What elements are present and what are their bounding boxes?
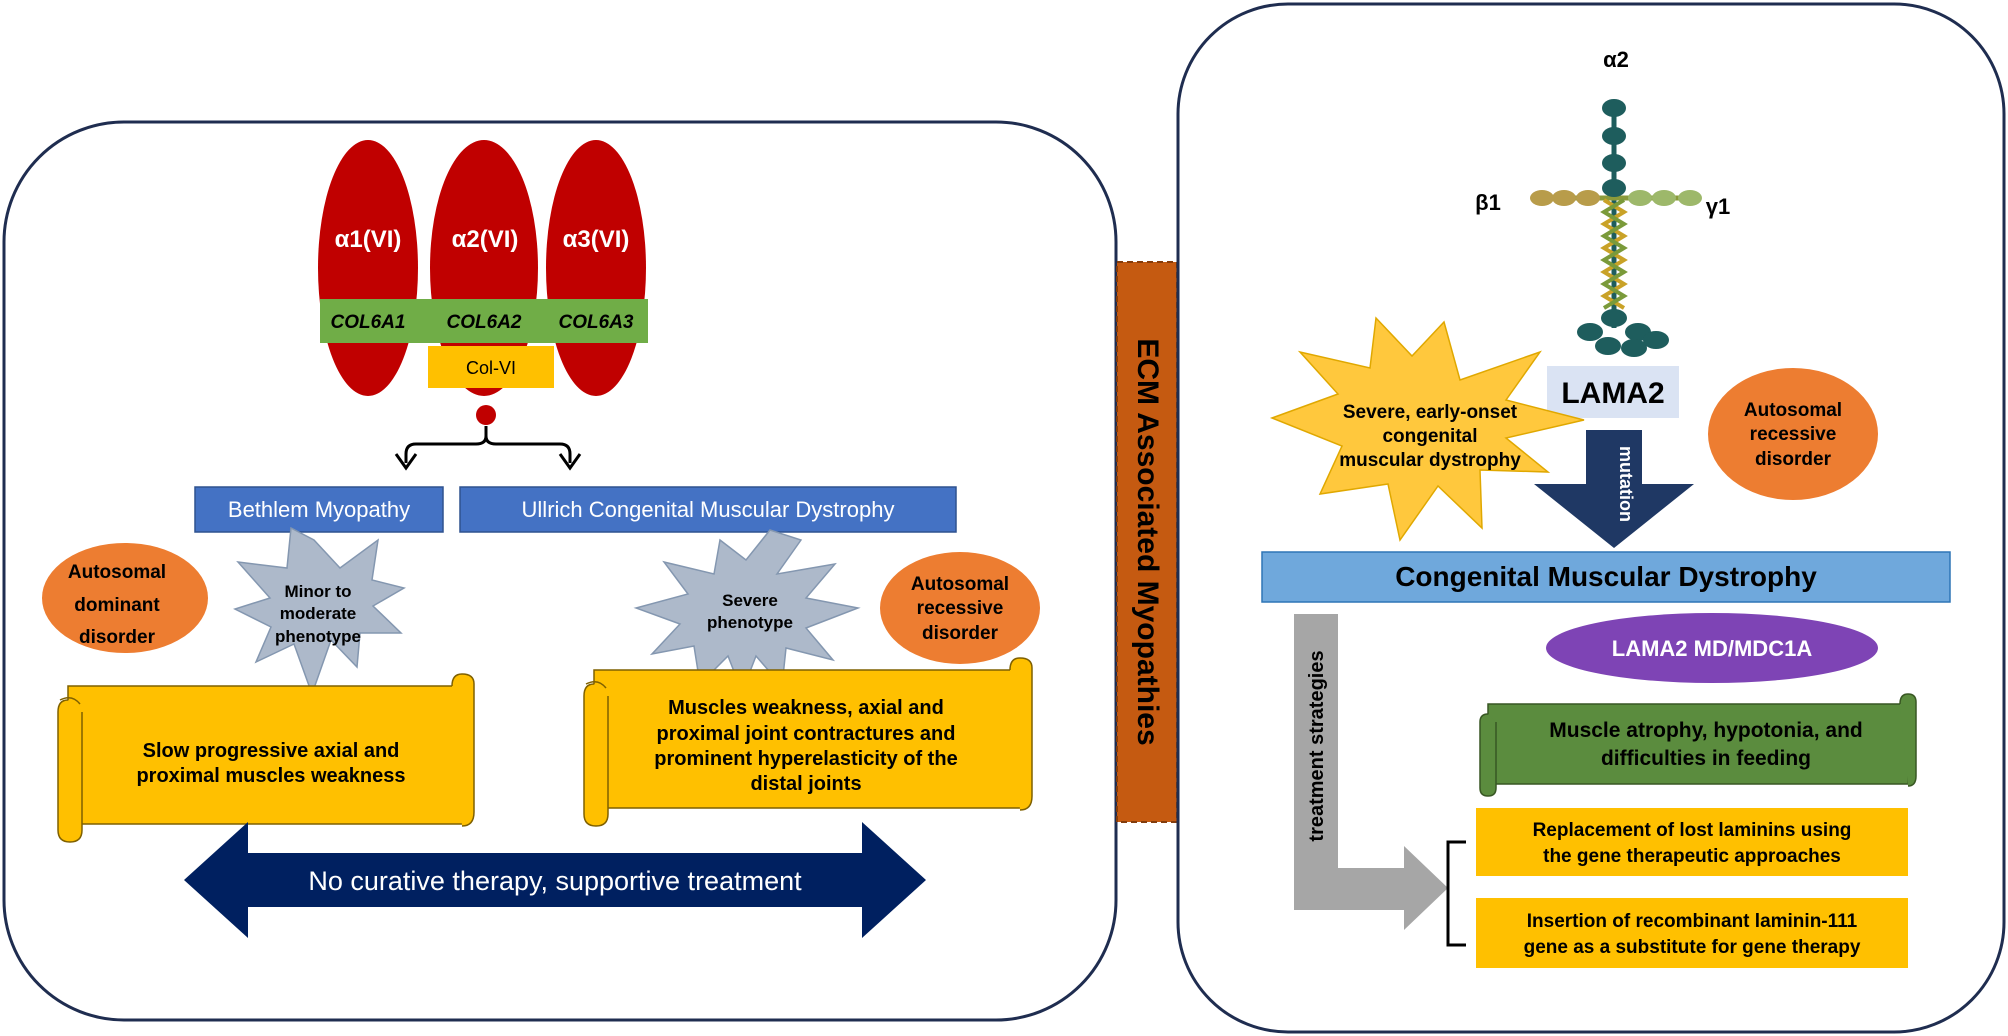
ecm-title: ECM Associated Myopathies <box>1131 338 1164 745</box>
treatment-arrow <box>1294 614 1448 930</box>
ullrich-symptoms-4: distal joints <box>750 773 861 795</box>
bethlem-phenotype-star <box>233 526 406 697</box>
treatment-2-line-1: Insertion of recombinant laminin-111 <box>1527 911 1858 932</box>
bethlem-title-box <box>194 486 444 533</box>
treatment-label: treatment strategies <box>1306 650 1328 841</box>
ullrich-phenotype-2: phenotype <box>707 613 793 632</box>
right-symptoms-1: Muscle atrophy, hypotonia, and <box>1549 719 1862 742</box>
treatment-box-2 <box>1476 898 1908 968</box>
right-panel: α2 β1 γ1 LAMA2 Severe, early-onset conge… <box>1176 2 2006 1034</box>
gene-band <box>320 299 648 343</box>
right-symptoms-scroll <box>1479 693 1917 797</box>
ullrich-symptoms-1: Muscles weakness, axial and <box>668 697 944 719</box>
cmd-bar <box>1261 551 1951 603</box>
onset-text-2: congenital <box>1382 426 1477 447</box>
gene-label-2: COL6A2 <box>447 312 522 333</box>
right-symptoms-2: difficulties in feeding <box>1601 747 1811 770</box>
ullrich-symptoms-3: prominent hyperelasticity of the <box>654 748 957 770</box>
therapy-double-arrow <box>184 822 926 938</box>
ullrich-title-box <box>459 486 957 533</box>
col-vi-label: Col-VI <box>466 358 516 378</box>
cmd-label: Congenital Muscular Dystrophy <box>1395 561 1817 592</box>
subtype-ellipse <box>1546 613 1878 683</box>
bethlem-inheritance-2: dominant <box>74 595 160 616</box>
bethlem-phenotype-1: Minor to <box>284 582 351 601</box>
ullrich-inheritance-1: Autosomal <box>911 574 1009 595</box>
laminin-alpha-label: α2 <box>1603 47 1629 72</box>
collagen-junction <box>476 405 496 425</box>
bethlem-title: Bethlem Myopathy <box>228 497 410 522</box>
chain-label-2: α2(VI) <box>452 226 519 253</box>
laminin-structure <box>1530 99 1702 357</box>
ullrich-phenotype-1: Severe <box>722 591 778 610</box>
col-vi-box <box>428 346 554 388</box>
right-inheritance-3: disorder <box>1755 449 1832 470</box>
mutation-arrow <box>1534 430 1694 548</box>
fork-arrow <box>394 426 582 471</box>
laminin-gamma-label: γ1 <box>1706 194 1730 219</box>
ullrich-symptoms-scroll <box>583 657 1033 827</box>
alpha1-chain <box>318 140 418 396</box>
lama2-label: LAMA2 <box>1561 377 1664 410</box>
treatment-1-line-1: Replacement of lost laminins using <box>1533 820 1852 841</box>
ullrich-title: Ullrich Congenital Muscular Dystrophy <box>522 497 895 522</box>
onset-star <box>1269 316 1585 542</box>
ullrich-inheritance-ellipse <box>880 552 1040 664</box>
chain-label-3: α3(VI) <box>563 226 630 253</box>
bethlem-phenotype-2: moderate <box>280 604 357 623</box>
subtype-label: LAMA2 MD/MDC1A <box>1612 636 1813 661</box>
ullrich-inheritance-2: recessive <box>917 598 1004 619</box>
gene-label-1: COL6A1 <box>331 312 406 333</box>
right-inheritance-1: Autosomal <box>1744 400 1842 421</box>
bethlem-symptoms-scroll <box>57 673 475 843</box>
ullrich-symptoms-2: proximal joint contractures and <box>657 723 956 745</box>
treatment-1-line-2: the gene therapeutic approaches <box>1543 846 1841 867</box>
ullrich-inheritance-3: disorder <box>922 623 999 644</box>
right-inheritance-ellipse <box>1708 368 1878 500</box>
treatment-2-line-2: gene as a substitute for gene therapy <box>1524 937 1861 958</box>
onset-text-1: Severe, early-onset <box>1343 402 1518 423</box>
treatment-bracket <box>1446 840 1466 947</box>
bethlem-inheritance-3: disorder <box>79 627 156 648</box>
bethlem-inheritance-1: Autosomal <box>68 562 166 583</box>
mutation-label: mutation <box>1616 446 1636 522</box>
alpha3-chain <box>546 140 646 396</box>
bethlem-symptoms-1: Slow progressive axial and <box>143 740 400 762</box>
onset-text-3: muscular dystrophy <box>1339 450 1521 471</box>
ecm-bar <box>1116 261 1178 823</box>
right-inheritance-2: recessive <box>1750 424 1837 445</box>
chain-label-1: α1(VI) <box>335 226 402 253</box>
treatment-box-1 <box>1476 808 1908 876</box>
bethlem-inheritance-ellipse <box>42 543 208 653</box>
bethlem-phenotype-3: phenotype <box>275 627 361 646</box>
bethlem-symptoms-2: proximal muscles weakness <box>136 765 405 787</box>
gene-label-3: COL6A3 <box>559 312 634 333</box>
therapy-text: No curative therapy, supportive treatmen… <box>308 866 802 896</box>
left-panel: α1(VI) α2(VI) α3(VI) COL6A1 COL6A2 COL6A… <box>2 120 1118 1022</box>
laminin-beta-label: β1 <box>1475 190 1501 215</box>
collagen-vi-structure: α1(VI) α2(VI) α3(VI) COL6A1 COL6A2 COL6A… <box>318 140 648 425</box>
center-bar: ECM Associated Myopathies <box>1116 261 1178 823</box>
lama2-box <box>1547 366 1679 418</box>
coiled-coil <box>1600 198 1628 310</box>
